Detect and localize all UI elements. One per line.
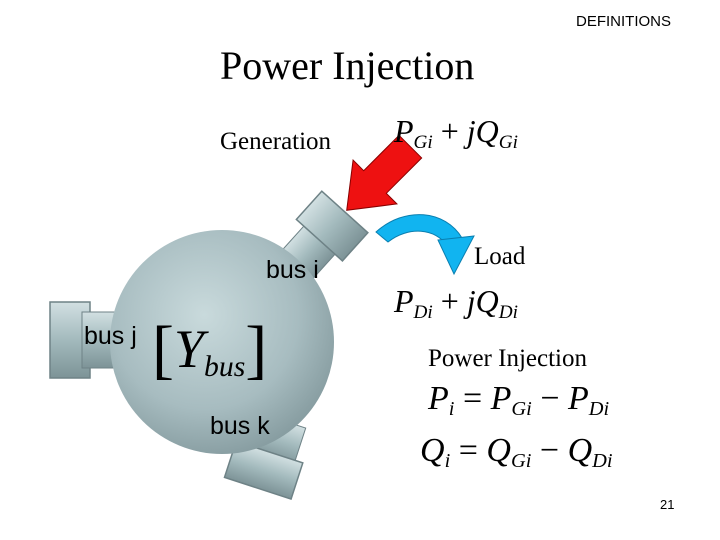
p-injection-equation: Pi = PGi − PDi: [428, 380, 610, 421]
power-injection-label: Power Injection: [428, 345, 587, 372]
generation-label: Generation: [220, 128, 332, 155]
pipe-bus-i: [281, 190, 369, 280]
load-formula: PDi + jQDi: [394, 283, 518, 323]
slide-title: Power Injection: [220, 43, 475, 88]
generation-arrow: [346, 134, 423, 211]
section-label: DEFINITIONS: [576, 13, 672, 30]
bus-sphere: [110, 230, 334, 454]
page-number: 21: [660, 497, 675, 512]
bus-i-label: bus i: [266, 256, 319, 284]
load-arrow: [375, 214, 475, 276]
q-injection-equation: Qi = QGi − QDi: [420, 432, 613, 473]
ybus-matrix: [Ybus]: [152, 313, 268, 386]
bus-k-label: bus k: [210, 412, 270, 440]
load-label: Load: [474, 243, 526, 270]
generation-formula: PGi + jQGi: [394, 113, 518, 153]
bus-j-label: bus j: [84, 322, 137, 350]
